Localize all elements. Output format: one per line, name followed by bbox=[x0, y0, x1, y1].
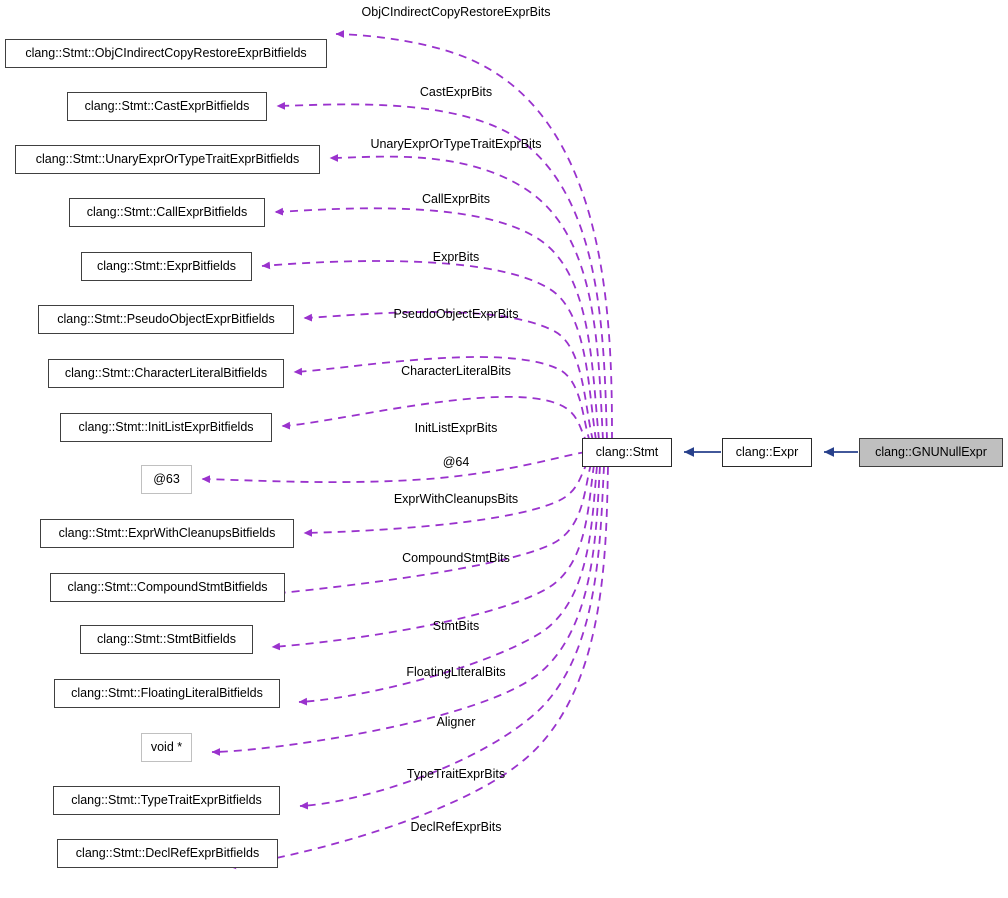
node-pseudoobjectexprbitfields[interactable]: clang::Stmt::PseudoObjectExprBitfields bbox=[38, 305, 294, 334]
edge-callexpr bbox=[274, 207, 600, 441]
node-label: clang::Stmt::InitListExprBitfields bbox=[78, 420, 254, 435]
node-label: clang::Stmt::StmtBitfields bbox=[97, 632, 236, 647]
edge-exprcleanups bbox=[303, 461, 589, 537]
edge-label-initlistexprbits: InitListExprBits bbox=[414, 420, 498, 435]
edge-label-objcindirectcopyrestoreexprbits: ObjCIndirectCopyRestoreExprBits bbox=[361, 4, 551, 19]
node-objcindirectcopyrestoreexprbitfields[interactable]: clang::Stmt::ObjCIndirectCopyRestoreExpr… bbox=[5, 39, 327, 68]
node-void-pointer[interactable]: void * bbox=[141, 733, 192, 762]
edge-label-pseudoobjectexprbits: PseudoObjectExprBits bbox=[393, 306, 519, 321]
node-floatingliteralbitfields[interactable]: clang::Stmt::FloatingLiteralBitfields bbox=[54, 679, 280, 708]
edge-stmtbits bbox=[271, 464, 595, 651]
node-exprbitfields[interactable]: clang::Stmt::ExprBitfields bbox=[81, 252, 252, 281]
node-label: void * bbox=[150, 740, 183, 755]
node-stmtbitfields[interactable]: clang::Stmt::StmtBitfields bbox=[80, 625, 253, 654]
edge-label-stmtbits: StmtBits bbox=[432, 618, 480, 633]
edge-label-castexprbits: CastExprBits bbox=[419, 84, 493, 99]
edge-label-floatingliteralbits: FloatingLiteralBits bbox=[406, 664, 506, 679]
node-initlistexprbitfields[interactable]: clang::Stmt::InitListExprBitfields bbox=[60, 413, 272, 442]
edge-label-unaryexprortypetraitexprbits: UnaryExprOrTypeTraitExprBits bbox=[370, 136, 542, 151]
edge-at63 bbox=[201, 451, 587, 484]
edge-compoundstmt bbox=[247, 463, 592, 600]
edge-label-aligner: Aligner bbox=[436, 714, 476, 729]
edge-label-declrefexprbits: DeclRefExprBits bbox=[410, 819, 502, 834]
node-label: clang::Stmt::CastExprBitfields bbox=[84, 99, 250, 114]
edge-objcindirect bbox=[335, 30, 613, 441]
node-label: clang::Stmt::CharacterLiteralBitfields bbox=[64, 366, 268, 381]
node-clang-stmt[interactable]: clang::Stmt bbox=[582, 438, 672, 467]
edge-castexpr bbox=[276, 101, 608, 441]
node-label: clang::Stmt::DeclRefExprBitfields bbox=[75, 846, 260, 861]
edge-initlist bbox=[281, 396, 589, 445]
edge-label-exprwithcleanupsbits: ExprWithCleanupsBits bbox=[393, 491, 519, 506]
edge-voidptr bbox=[211, 465, 601, 756]
edge-pseudoobject bbox=[303, 311, 594, 442]
edge-label-at64: @64 bbox=[442, 454, 470, 469]
node-castexprbitfields[interactable]: clang::Stmt::CastExprBitfields bbox=[67, 92, 267, 121]
node-label: clang::Stmt::UnaryExprOrTypeTraitExprBit… bbox=[35, 152, 300, 167]
node-exprwithcleanupsbitfields[interactable]: clang::Stmt::ExprWithCleanupsBitfields bbox=[40, 519, 294, 548]
node-label: clang::Stmt::CompoundStmtBitfields bbox=[67, 580, 268, 595]
node-at63[interactable]: @63 bbox=[141, 465, 192, 494]
edge-charliteral bbox=[293, 356, 591, 443]
node-clang-expr[interactable]: clang::Expr bbox=[722, 438, 812, 467]
edge-label-characterliteralbits: CharacterLiteralBits bbox=[401, 363, 511, 378]
node-label: clang::Expr bbox=[735, 445, 799, 460]
edge-label-exprbits: ExprBits bbox=[432, 249, 480, 264]
edge-floatliteral bbox=[298, 465, 598, 706]
edge-declref bbox=[227, 466, 609, 870]
node-label: clang::Stmt::ExprWithCleanupsBitfields bbox=[58, 526, 276, 541]
node-label: clang::Stmt::CallExprBitfields bbox=[86, 205, 248, 220]
node-label: clang::Stmt::TypeTraitExprBitfields bbox=[71, 793, 262, 808]
node-typetraitexprbitfields[interactable]: clang::Stmt::TypeTraitExprBitfields bbox=[53, 786, 280, 815]
node-declrefexprbitfields[interactable]: clang::Stmt::DeclRefExprBitfields bbox=[57, 839, 278, 868]
node-label: clang::Stmt::ObjCIndirectCopyRestoreExpr… bbox=[25, 46, 307, 61]
node-label: clang::Stmt bbox=[595, 445, 659, 460]
node-characterliteralbitfields[interactable]: clang::Stmt::CharacterLiteralBitfields bbox=[48, 359, 284, 388]
edge-label-typetraitexprbits: TypeTraitExprBits bbox=[406, 766, 506, 781]
edge-typetrait bbox=[299, 465, 605, 810]
node-label: clang::Stmt::PseudoObjectExprBitfields bbox=[57, 312, 275, 327]
node-label: clang::GNUNullExpr bbox=[875, 445, 987, 460]
edge-label-compoundstmtbits: CompoundStmtBits bbox=[402, 550, 510, 565]
node-label: @63 bbox=[153, 472, 180, 487]
node-compoundstmtbitfields[interactable]: clang::Stmt::CompoundStmtBitfields bbox=[50, 573, 285, 602]
edge-unaryexpr bbox=[329, 154, 604, 441]
usage-edge-group bbox=[201, 30, 613, 870]
node-callexprbitfields[interactable]: clang::Stmt::CallExprBitfields bbox=[69, 198, 265, 227]
edge-label-callexprbits: CallExprBits bbox=[421, 191, 491, 206]
node-label: clang::Stmt::FloatingLiteralBitfields bbox=[71, 686, 263, 701]
node-label: clang::Stmt::ExprBitfields bbox=[97, 259, 236, 274]
edge-exprbits bbox=[261, 260, 597, 441]
node-unaryexprortypetraitexprbitfields[interactable]: clang::Stmt::UnaryExprOrTypeTraitExprBit… bbox=[15, 145, 320, 174]
node-clang-gnunullexpr[interactable]: clang::GNUNullExpr bbox=[859, 438, 1003, 467]
